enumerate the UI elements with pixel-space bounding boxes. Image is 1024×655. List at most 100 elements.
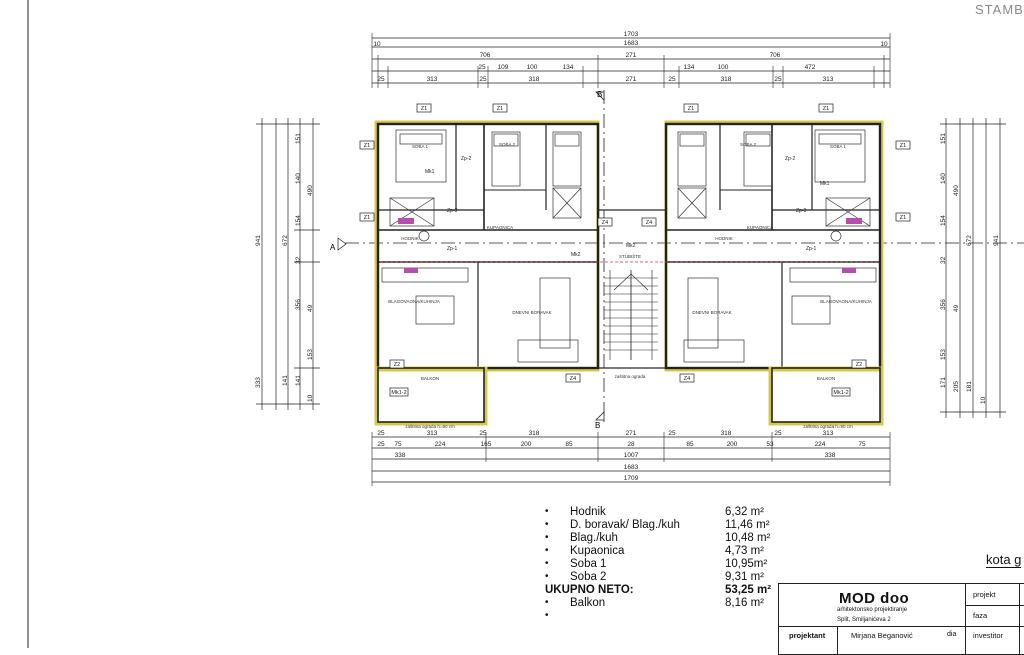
dim-b1-5: 25 — [668, 430, 676, 437]
room-stubiste: STUBIŠTE — [619, 253, 641, 259]
dim-b2-7: 85 — [686, 441, 694, 448]
tag-mk12-b: Mk1-2 — [833, 390, 848, 396]
dim-b3-0: 338 — [395, 452, 406, 459]
dim-top-25a: 25 — [478, 64, 486, 71]
dim-b1-1: 313 — [427, 430, 438, 437]
dim-left-4: 941 — [255, 235, 262, 246]
dim-b2-3: 165 — [481, 441, 492, 448]
room-dnevni-left: DNEVNI BORAVAK — [512, 310, 551, 315]
dim-r4-3: 318 — [529, 76, 540, 83]
note-railing-stair: zaštitna ograda — [615, 374, 646, 379]
dim-left-0: 151 — [295, 133, 302, 144]
dim-top-134b: 134 — [684, 64, 695, 71]
left-dimensions — [256, 118, 320, 410]
kota-label: kota g — [986, 552, 1022, 568]
area-row: • — [545, 609, 785, 622]
dim-right-12: 181 — [966, 381, 973, 392]
projektant-label: projektant — [789, 631, 826, 640]
dim-edge-right: 10 — [880, 41, 888, 48]
dim-right-5: 672 — [966, 235, 973, 246]
area-value: 10,95m² — [725, 557, 768, 570]
room-balkon-left: BALKON — [421, 376, 439, 381]
kitchen-mark-right — [842, 268, 856, 273]
dim-right-7: 356 — [940, 299, 947, 310]
section-mark-b-bottom: B — [595, 421, 600, 430]
dim-bottom-inner: 1683 — [624, 464, 639, 471]
room-dnevni-right: DNEVNI BORAVAK — [692, 310, 731, 315]
tag-z1-a: Z1 — [421, 106, 427, 112]
area-value: 9,31 m² — [725, 570, 764, 583]
section-marks-b — [595, 90, 605, 425]
bullet: • — [545, 571, 549, 582]
tag-boxes — [359, 103, 911, 397]
area-name: Hodnik — [570, 505, 606, 518]
kitchen-mark-left — [404, 268, 418, 273]
area-value: 10,48 m² — [725, 531, 771, 544]
dim-b1-3: 318 — [529, 430, 540, 437]
tag-zp1-right: Zp-1 — [806, 246, 817, 252]
area-total-value: 53,25 m² — [725, 583, 772, 596]
bullet: • — [545, 506, 549, 517]
dim-left-3: 154 — [295, 215, 302, 226]
dim-b2-5: 85 — [565, 441, 573, 448]
room-soba2-left: SOBA 2 — [499, 142, 516, 147]
dim-b2-9: 53 — [766, 441, 774, 448]
bullet: • — [545, 532, 549, 543]
projektant-name: Mirjana Beganović — [851, 631, 913, 640]
section-line-a — [337, 237, 1024, 251]
company-subtitle: arhitektonsko projektiranje — [837, 607, 908, 613]
staircase — [604, 270, 658, 360]
dim-left-12: 333 — [255, 377, 262, 388]
tag-z4-b: Z4 — [684, 376, 690, 382]
dim-b1-7: 25 — [774, 430, 782, 437]
dim-b2-1: 75 — [394, 441, 402, 448]
tag-z1-g: Z1 — [364, 215, 370, 221]
divider — [965, 584, 966, 654]
area-total-row: UKUPNO NETO:53,25 m² — [545, 583, 785, 596]
tag-mk12-a: Mk1-2 — [391, 390, 406, 396]
tag-zp3-right: Zp-3 — [796, 208, 807, 214]
area-name: Balkon — [570, 596, 606, 609]
furniture-right — [677, 129, 877, 363]
dim-top-706-left: 706 — [480, 52, 491, 59]
dim-b2-4: 200 — [521, 441, 532, 448]
area-row: • Blag./kuh 10,48 m² — [545, 531, 785, 544]
faza-label: faza — [973, 611, 988, 620]
tag-z1-b: Z1 — [497, 106, 503, 112]
area-value: 4,73 m² — [725, 544, 764, 557]
tag-z4-a: Z4 — [570, 376, 576, 382]
dim-top-472: 472 — [805, 64, 816, 71]
dim-b1-2: 25 — [479, 430, 487, 437]
dim-overall-top: 1703 — [624, 31, 639, 38]
bullet: • — [545, 597, 549, 608]
fixture-mark-right — [846, 218, 862, 224]
tag-mk1-left: Mk1 — [425, 169, 435, 175]
balconies — [374, 366, 884, 426]
dim-edge-left: 10 — [373, 41, 381, 48]
dim-right-11: 205 — [953, 381, 960, 392]
divider — [779, 626, 1024, 627]
dim-inner-top: 1683 — [624, 40, 639, 47]
investitor-label: investitor — [973, 631, 1004, 640]
dim-left-1: 140 — [295, 173, 302, 184]
dim-right-9: 153 — [940, 349, 947, 360]
dim-top-100a: 100 — [527, 64, 538, 71]
dim-left-6: 32 — [295, 256, 302, 264]
dim-right-6: 32 — [940, 256, 947, 264]
top-dimension-labels: 1703 1683 10 10 706 271 706 25 109 100 1… — [373, 31, 888, 83]
tag-z1-c: Z1 — [688, 106, 694, 112]
dim-right-13: 10 — [980, 396, 987, 404]
title-block: MOD doo arhitektonsko projektiranje Spli… — [778, 583, 1024, 655]
dim-top-109: 109 — [498, 64, 509, 71]
dim-r4-8: 313 — [823, 76, 834, 83]
divider — [837, 626, 838, 654]
area-name: Blag./kuh — [570, 531, 618, 544]
divider — [1019, 584, 1020, 654]
dim-b2-11: 75 — [858, 441, 866, 448]
tag-z4-d: Z4 — [646, 220, 652, 226]
stamp-text: STAMB — [975, 2, 1024, 17]
dim-top-271: 271 — [626, 52, 637, 59]
